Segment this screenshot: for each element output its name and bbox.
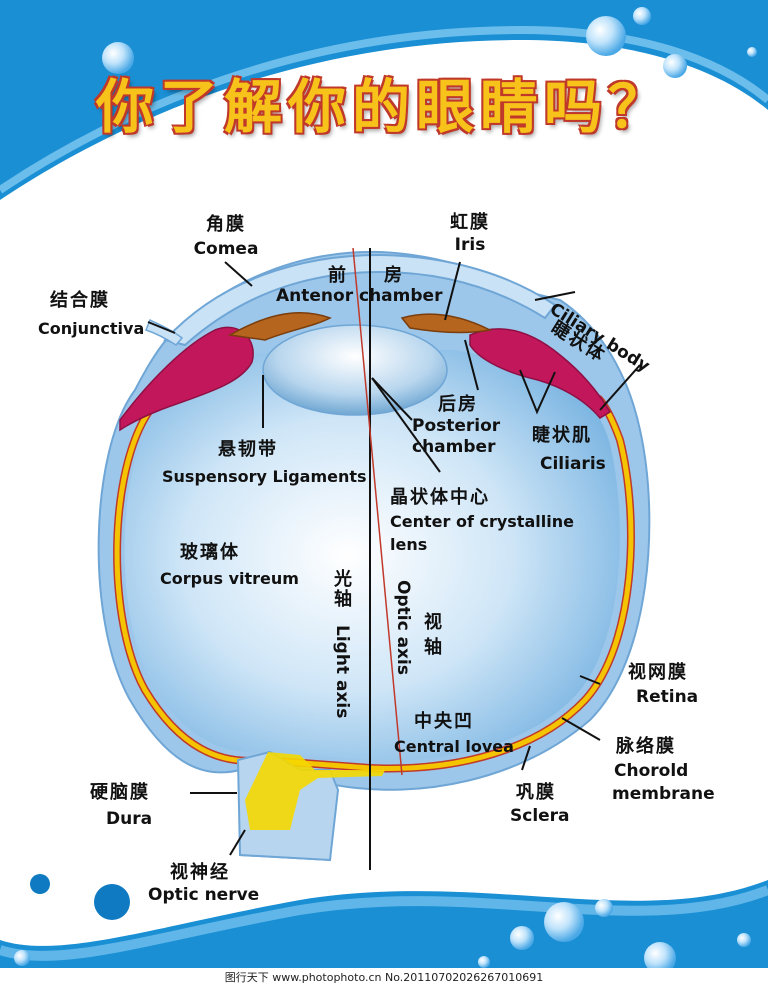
choroid-label-zh: 脉络膜 <box>616 736 676 757</box>
optic-axis-label-en: Optic axis <box>393 580 413 675</box>
bubbles-decoration <box>14 7 757 974</box>
posterior-chamber-label-en-1: Posterior <box>412 416 501 436</box>
page-title: 你了解你的眼睛吗？ <box>95 73 672 141</box>
ciliaris-label-en: Ciliaris <box>540 454 606 474</box>
anterior-chamber-label-zh-2: 房 <box>384 265 404 286</box>
conjunctiva-label-zh: 结合膜 <box>50 290 110 311</box>
sclera-label-zh: 巩膜 <box>516 782 556 803</box>
retina-label-en: Retina <box>636 687 699 707</box>
lens-center-label-zh: 晶状体中心 <box>390 487 490 508</box>
fovea-label-en: Central lovea <box>394 737 514 756</box>
cornea-label-zh: 角膜 <box>206 214 246 235</box>
choroid-label-en-1: Chorold <box>614 761 689 781</box>
footer-watermark: 图行天下 www.photophoto.cn No.20110702026267… <box>0 968 768 987</box>
suspensory-ligaments-label-zh: 悬韧带 <box>218 439 278 460</box>
optic-nerve-label-zh: 视神经 <box>170 862 230 883</box>
optic-axis-label-zh-text: 视轴 <box>424 612 442 659</box>
anterior-chamber-label-en: Antenor chamber <box>276 286 443 306</box>
posterior-chamber-label-en-2: chamber <box>412 437 496 457</box>
retina-label-zh: 视网膜 <box>628 662 688 683</box>
ciliaris-label-zh: 睫状肌 <box>532 425 592 446</box>
lens-center-label-en-2: lens <box>390 535 428 554</box>
light-axis-label-en: Light axis <box>332 625 352 719</box>
fovea-label-zh: 中央凹 <box>414 711 474 732</box>
lens-center-label-en-1: Center of crystalline <box>390 512 574 531</box>
light-axis-label-zh: 光轴 <box>333 570 357 610</box>
iris-label-en: Iris <box>454 235 486 255</box>
light-axis-label-zh-text: 光轴 <box>334 569 352 610</box>
cornea-label-en: Comea <box>193 239 259 259</box>
optic-nerve-label-en: Optic nerve <box>148 885 260 905</box>
leader-lines <box>147 261 641 856</box>
anterior-chamber-label-zh-1: 前 <box>328 265 348 286</box>
sclera-label-en: Sclera <box>510 806 570 826</box>
vitreous-label-en: Corpus vitreum <box>160 569 299 588</box>
posterior-chamber-label-zh: 后房 <box>438 394 478 415</box>
dura-label-en: Dura <box>106 809 153 829</box>
optic-axis-label-zh: 视轴 <box>424 610 446 660</box>
vitreous-label-zh: 玻璃体 <box>180 542 240 563</box>
conjunctiva-label-en: Conjunctiva <box>38 319 145 338</box>
dura-label-zh: 硬脑膜 <box>90 782 150 803</box>
eyeball-diagram <box>97 247 651 870</box>
iris-label-zh: 虹膜 <box>450 212 490 233</box>
choroid-label-en-2: membrane <box>612 784 715 804</box>
suspensory-ligaments-label-en: Suspensory Ligaments <box>162 467 367 486</box>
